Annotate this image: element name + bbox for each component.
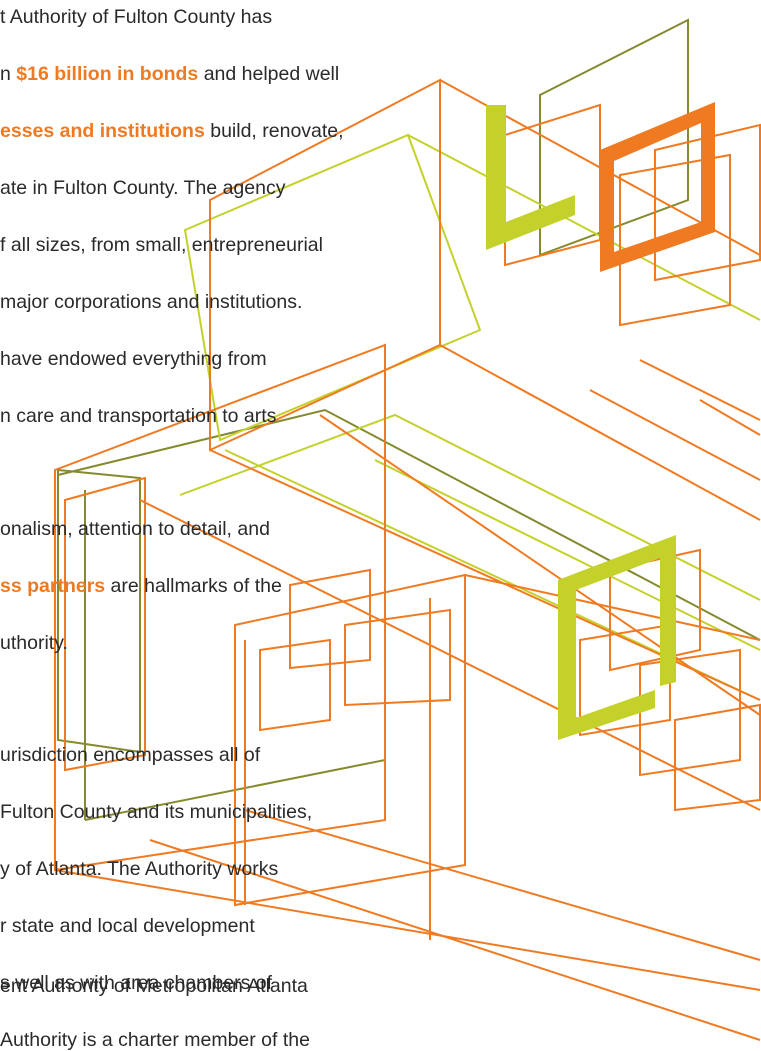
text-line: t Authority of Fulton County has: [0, 6, 273, 28]
highlighted-phrase: esses and institutions: [0, 120, 205, 142]
text-line: ate in Fulton County. The agency: [0, 177, 286, 199]
text-line: n care and transportation to arts: [0, 405, 277, 427]
text-line: n $16 billion in bonds and helped well: [0, 63, 340, 85]
text-segment: Authority is a charter member of the: [0, 1029, 310, 1051]
highlighted-phrase: ss partners: [0, 575, 106, 597]
text-line: ss partners are hallmarks of the: [0, 575, 282, 597]
text-line: major corporations and institutions.: [0, 291, 303, 313]
text-segment: n care and transportation to arts: [0, 405, 277, 427]
text-segment: major corporations and institutions.: [0, 291, 303, 313]
text-segment: t Authority of Fulton County has: [0, 6, 273, 28]
text-line: ent Authority of Metropolitan Atlanta: [0, 975, 308, 997]
text-line: f all sizes, from small, entrepreneurial: [0, 234, 323, 256]
text-line: Authority is a charter member of the: [0, 1029, 310, 1051]
text-segment: f all sizes, from small, entrepreneurial: [0, 234, 323, 256]
text-line: y of Atlanta. The Authority works: [0, 858, 279, 880]
text-segment: have endowed everything from: [0, 348, 267, 370]
text-line: have endowed everything from: [0, 348, 267, 370]
text-line: Fulton County and its municipalities,: [0, 801, 313, 823]
text-segment: ate in Fulton County. The agency: [0, 177, 286, 199]
text-segment: urisdiction encompasses all of: [0, 744, 261, 766]
text-segment: uthority.: [0, 632, 68, 654]
text-segment: onalism, attention to detail, and: [0, 518, 270, 540]
text-segment: r state and local development: [0, 915, 255, 937]
text-segment: n: [0, 63, 17, 85]
text-line: urisdiction encompasses all of: [0, 744, 261, 766]
text-segment: are hallmarks of the: [105, 575, 282, 597]
text-segment: Fulton County and its municipalities,: [0, 801, 313, 823]
text-line: uthority.: [0, 632, 68, 654]
text-line: onalism, attention to detail, and: [0, 518, 270, 540]
text-segment: ent Authority of Metropolitan Atlanta: [0, 975, 308, 997]
highlighted-phrase: $16 billion in bonds: [16, 63, 199, 85]
text-segment: build, renovate,: [204, 120, 344, 142]
text-segment: y of Atlanta. The Authority works: [0, 858, 279, 880]
text-segment: and helped well: [198, 63, 340, 85]
text-line: esses and institutions build, renovate,: [0, 120, 344, 142]
text-line: r state and local development: [0, 915, 255, 937]
